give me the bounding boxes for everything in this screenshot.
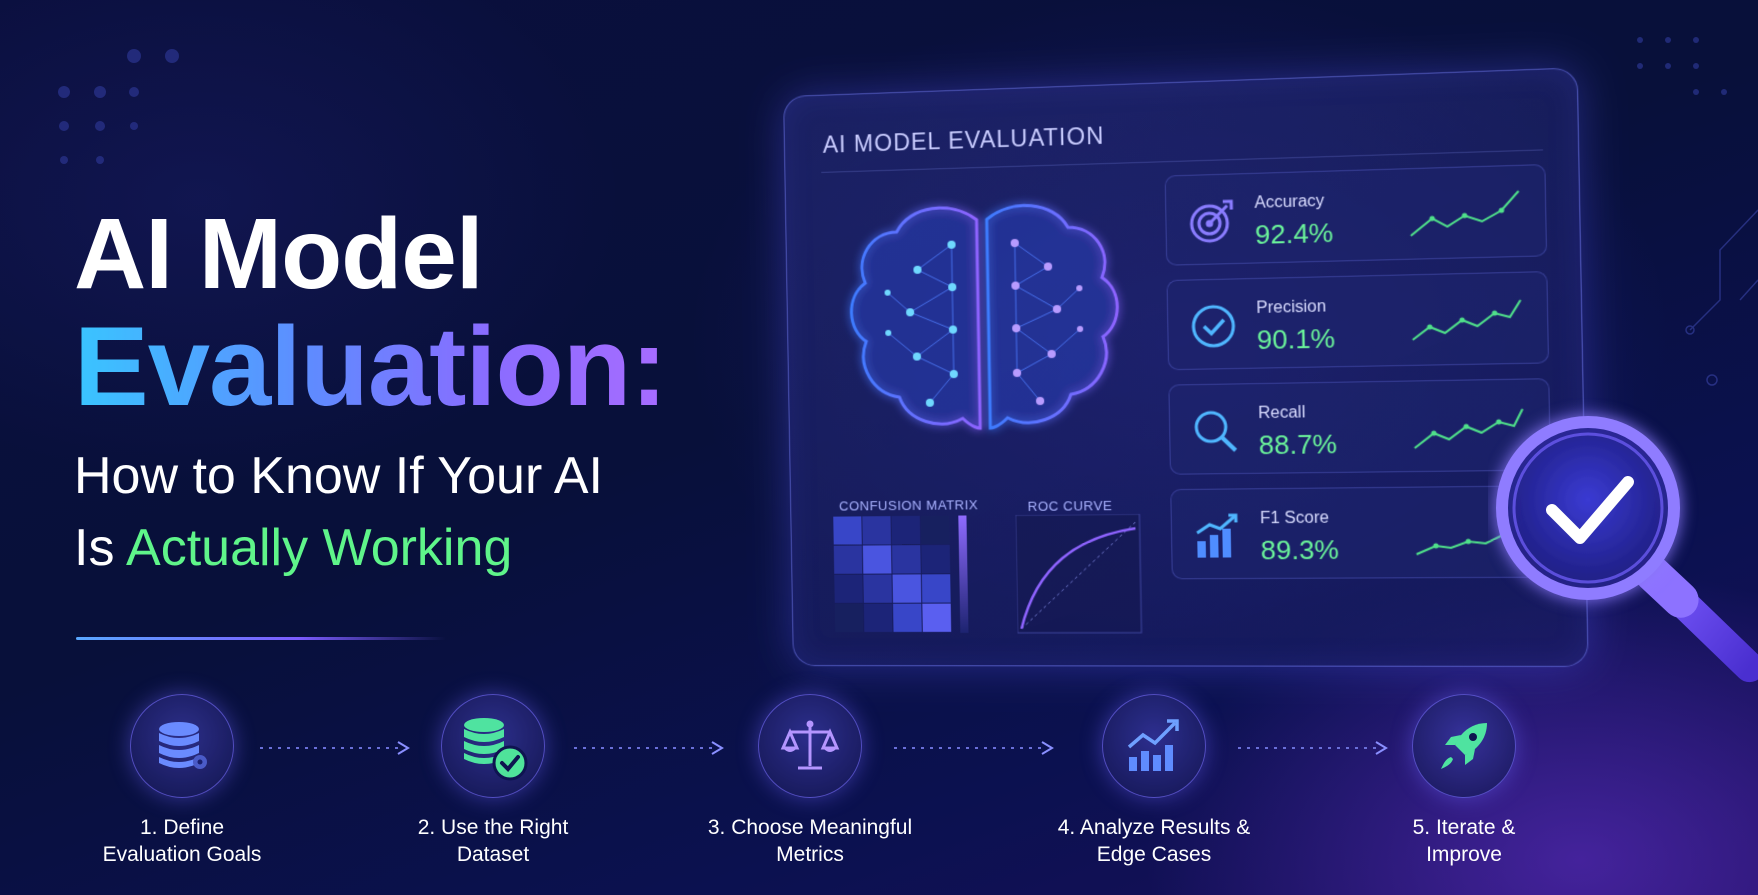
headline: AI Model Evaluation: How to Know If Your…	[74, 200, 667, 584]
target-icon	[1187, 197, 1236, 246]
metric-value: 88.7%	[1258, 428, 1337, 461]
metric-name: Precision	[1256, 298, 1326, 318]
metric-name: Accuracy	[1254, 192, 1324, 213]
step-3-icon-circle	[758, 694, 862, 798]
step-1-label: 1. Define Evaluation Goals	[52, 814, 312, 868]
step-label-line-2: Dataset	[363, 841, 623, 868]
step-3: 3. Choose Meaningful Metrics	[680, 694, 940, 868]
panel-title: AI MODEL EVALUATION	[823, 122, 1105, 159]
database-check-icon	[458, 711, 528, 781]
sparkline	[1408, 294, 1528, 349]
metric-name: Recall	[1258, 404, 1305, 423]
metric-name: F1 Score	[1260, 509, 1329, 528]
roc-curve-chart	[1015, 514, 1145, 637]
scale-icon	[780, 716, 840, 776]
subtitle-line-1: How to Know If Your AI	[74, 440, 667, 512]
step-label-line-1: 1. Define	[52, 814, 312, 841]
headline-line-2: Evaluation:	[74, 308, 667, 426]
metric-value: 90.1%	[1257, 323, 1336, 357]
growth-chart-icon	[1125, 717, 1183, 775]
brain-icon	[830, 185, 1141, 455]
magnifier-check-icon	[1488, 398, 1758, 718]
step-label-line-2: Improve	[1334, 841, 1594, 868]
subtitle-prefix: Is	[74, 519, 126, 577]
headline-underline	[76, 637, 446, 640]
confusion-matrix-chart	[833, 515, 987, 647]
step-4-label: 4. Analyze Results & Edge Cases	[1024, 814, 1284, 868]
dashboard-panel: AI MODEL EVALUATION	[783, 67, 1589, 667]
steps-row: 1. Define Evaluation Goals 2. Use the Ri…	[0, 694, 1758, 884]
confusion-matrix-label: CONFUSION MATRIX	[839, 497, 978, 513]
headline-subtitle: How to Know If Your AI Is Actually Worki…	[74, 440, 667, 584]
sparkline	[1406, 187, 1526, 242]
step-2-icon-circle	[441, 694, 545, 798]
check-circle-icon	[1189, 302, 1238, 350]
step-2: 2. Use the Right Dataset	[363, 694, 623, 868]
bar-chart-icon	[1193, 512, 1242, 560]
step-label-line-2: Metrics	[680, 841, 940, 868]
headline-line-1: AI Model	[74, 200, 667, 308]
step-4: 4. Analyze Results & Edge Cases	[1024, 694, 1284, 868]
metric-value: 92.4%	[1255, 217, 1334, 251]
search-icon	[1191, 407, 1240, 455]
step-1: 1. Define Evaluation Goals	[52, 694, 312, 868]
step-label-line-1: 2. Use the Right	[363, 814, 623, 841]
step-label-line-2: Edge Cases	[1024, 841, 1284, 868]
step-label-line-1: 3. Choose Meaningful	[680, 814, 940, 841]
step-1-icon-circle	[130, 694, 234, 798]
step-label-line-2: Evaluation Goals	[52, 841, 312, 868]
step-4-icon-circle	[1102, 694, 1206, 798]
step-3-label: 3. Choose Meaningful Metrics	[680, 814, 940, 868]
step-label-line-1: 4. Analyze Results &	[1024, 814, 1284, 841]
metric-value: 89.3%	[1260, 534, 1339, 567]
step-5: 5. Iterate & Improve	[1334, 694, 1594, 868]
subtitle-highlight: Actually Working	[126, 519, 512, 577]
roc-curve-label: ROC CURVE	[1027, 498, 1112, 514]
step-2-label: 2. Use the Right Dataset	[363, 814, 623, 868]
step-label-line-1: 5. Iterate &	[1334, 814, 1594, 841]
subtitle-line-2: Is Actually Working	[74, 512, 667, 584]
metric-card-accuracy: Accuracy 92.4%	[1165, 164, 1547, 266]
step-5-label: 5. Iterate & Improve	[1334, 814, 1594, 868]
metric-card-precision: Precision 90.1%	[1166, 271, 1549, 370]
rocket-icon	[1435, 717, 1493, 775]
database-icon	[155, 719, 209, 773]
step-5-icon-circle	[1412, 694, 1516, 798]
